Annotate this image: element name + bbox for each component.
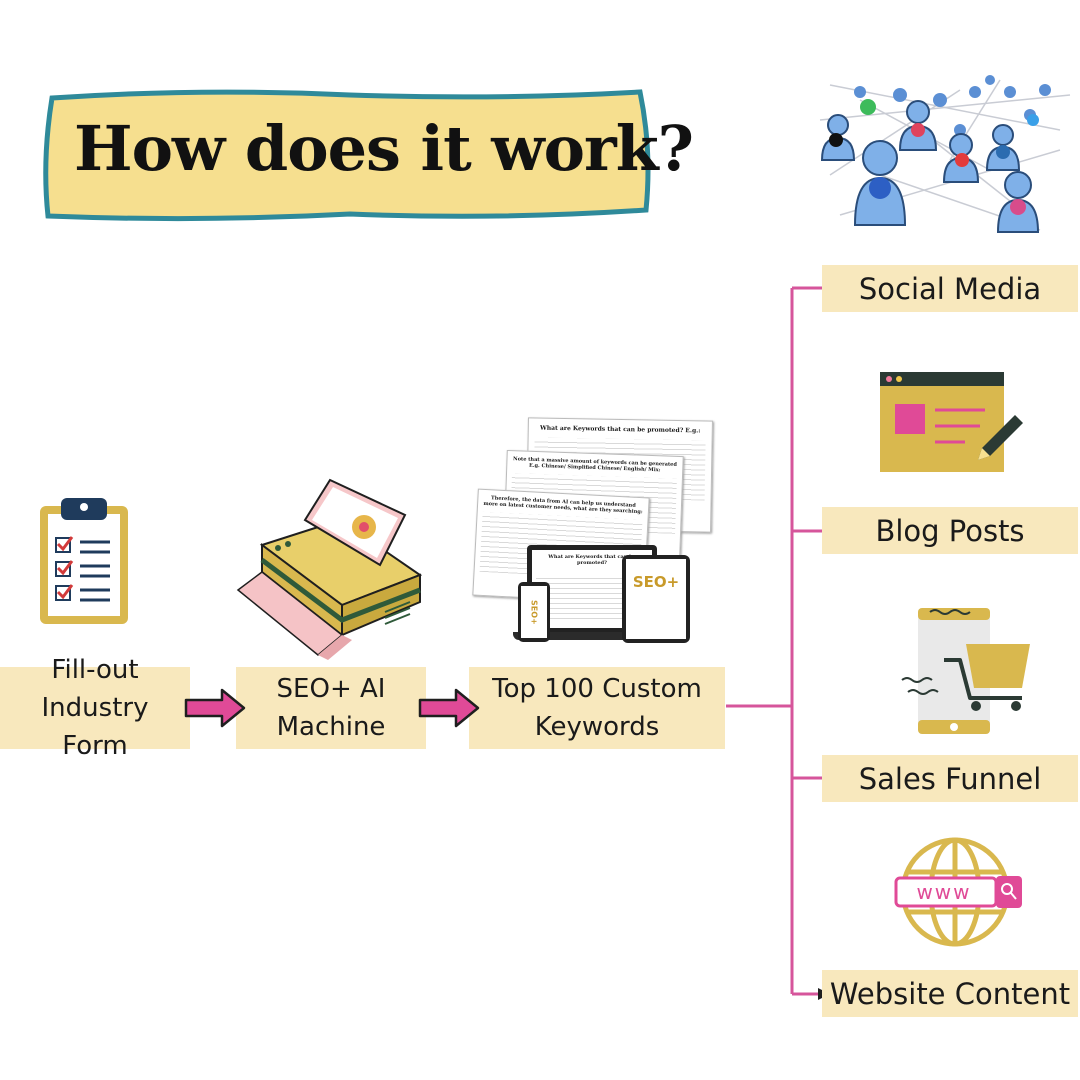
page-title: How does it work? xyxy=(74,112,694,185)
output-blog-posts: Blog Posts xyxy=(822,507,1078,554)
output-label: Website Content xyxy=(829,976,1071,1011)
output-label: Social Media xyxy=(858,271,1042,306)
step-top-100-keywords: Top 100 Custom Keywords xyxy=(469,667,725,749)
output-sales-funnel: Sales Funnel xyxy=(822,755,1078,802)
tablet: SEO+ xyxy=(622,555,690,643)
phone-brand: SEO+ xyxy=(529,599,539,625)
step-label: Top 100 Custom Keywords xyxy=(492,674,702,742)
output-label: Blog Posts xyxy=(875,513,1025,548)
step-seo-ai-machine: SEO+ AI Machine xyxy=(236,667,426,749)
step-label: SEO+ AI Machine xyxy=(276,674,386,742)
tablet-brand: SEO+ xyxy=(632,573,680,591)
step-label: Fill-out Industry Form xyxy=(41,655,149,761)
output-website-content: Website Content xyxy=(822,970,1078,1017)
output-label: Sales Funnel xyxy=(858,761,1042,796)
step-fill-out-form: Fill-out Industry Form xyxy=(0,655,190,761)
keyword-documents-icon: What are Keywords that can be promoted? … xyxy=(472,415,715,650)
www-text: www xyxy=(916,880,972,904)
laptop-heading: What are Keywords that can be promoted? xyxy=(548,554,636,566)
phone: SEO+ xyxy=(518,582,550,642)
output-social-media: Social Media xyxy=(822,265,1078,312)
